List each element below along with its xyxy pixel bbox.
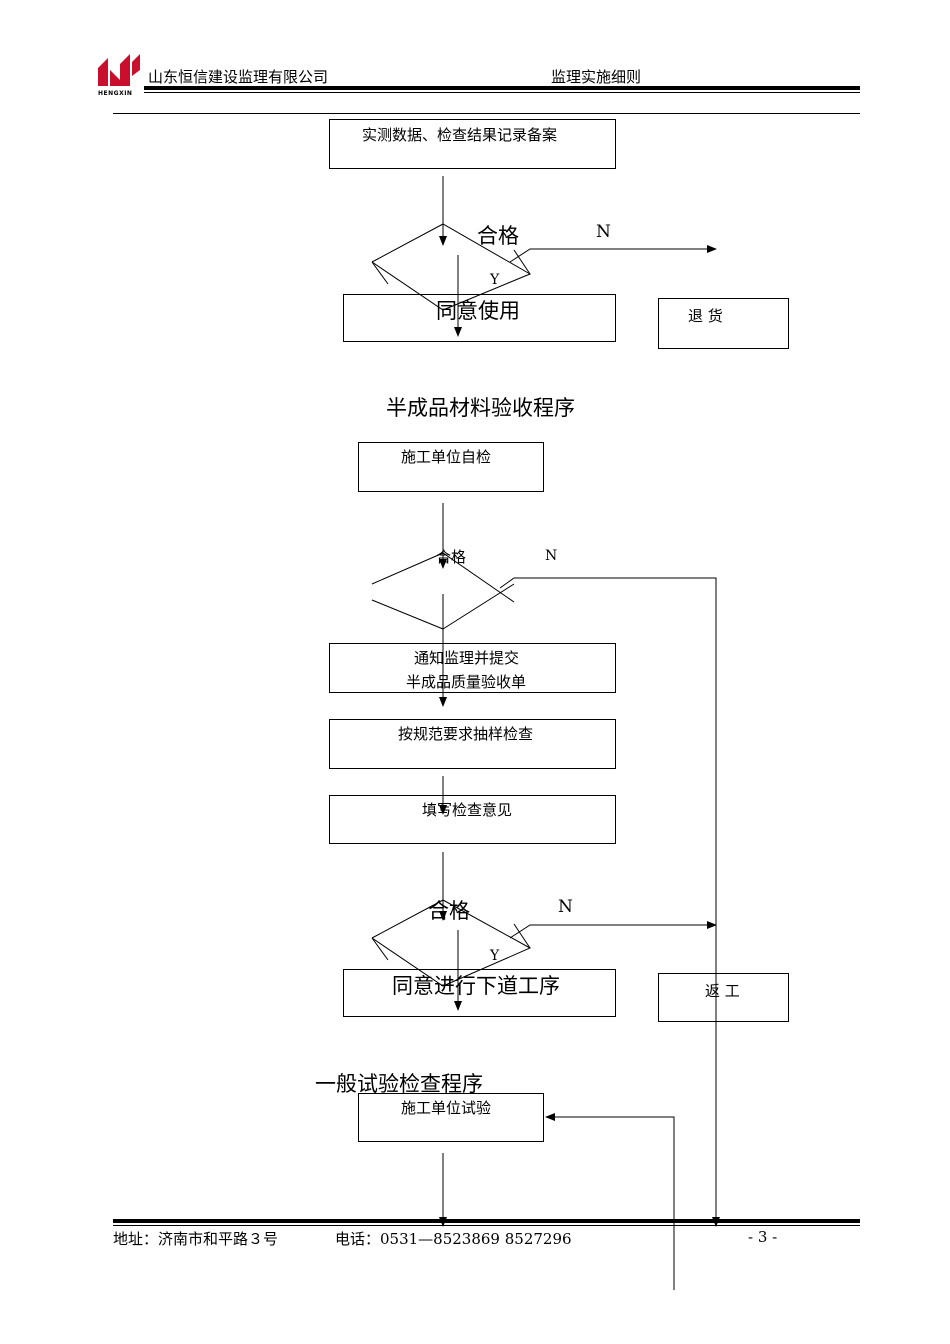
document-title: 监理实施细则	[551, 68, 642, 86]
rework-box	[658, 973, 789, 1022]
unit-test-label: 施工单位试验	[401, 1099, 492, 1117]
fill-opinion-label: 填写检查意见	[422, 801, 513, 819]
self-check-box	[358, 442, 544, 492]
agree-use-label: 同意使用	[436, 299, 520, 323]
header-rule-lower	[113, 113, 860, 114]
decision2-no-label: N	[558, 897, 573, 917]
sampling-check-box	[329, 719, 616, 769]
company-name: 山东恒信建设监理有限公司	[148, 68, 329, 86]
header-rule-thin	[144, 92, 860, 93]
rework-label: 返 工	[705, 982, 740, 1000]
self-check-label: 施工单位自检	[401, 448, 492, 466]
company-logo-icon	[98, 54, 140, 86]
sampling-check-label: 按规范要求抽样检查	[398, 725, 534, 743]
section-title-general-test: 一般试验检查程序	[315, 1072, 483, 1096]
header-rule-thick	[144, 86, 860, 90]
return-goods-box	[658, 298, 789, 349]
decision1-no-label: N	[545, 548, 558, 564]
agree-use-box	[343, 294, 616, 342]
footer-rule-thin	[113, 1225, 860, 1226]
footer-page-number: - 3 -	[748, 1228, 778, 1246]
footer-address: 地址：济南市和平路３号	[113, 1230, 279, 1248]
notify-line1-label: 通知监理并提交	[414, 649, 520, 667]
fill-opinion-box	[329, 795, 616, 844]
decision-no-label: N	[596, 222, 611, 242]
unit-test-box	[358, 1093, 544, 1142]
decision-yes-label: Y	[490, 272, 500, 288]
next-process-box	[343, 969, 616, 1017]
record-data-box	[329, 119, 616, 169]
record-data-label: 实测数据、检查结果记录备案	[362, 126, 558, 144]
decision1-qualified-label: 合格	[436, 548, 467, 566]
decision2-qualified-label: 合格	[428, 899, 470, 923]
footer-phone: 电话：0531—8523869 8527296	[335, 1230, 572, 1248]
notify-supervisor-box	[329, 643, 616, 693]
decision2-yes-label: Y	[490, 948, 500, 964]
logo-text: HENGXIN	[98, 90, 133, 97]
return-goods-label: 退 货	[688, 307, 723, 325]
decision-qualified-label: 合格	[477, 224, 519, 248]
notify-line2-label: 半成品质量验收单	[406, 673, 527, 691]
next-process-label: 同意进行下道工序	[392, 974, 560, 998]
footer-rule-thick	[113, 1219, 860, 1223]
section-title-semi-finished: 半成品材料验收程序	[386, 396, 575, 420]
